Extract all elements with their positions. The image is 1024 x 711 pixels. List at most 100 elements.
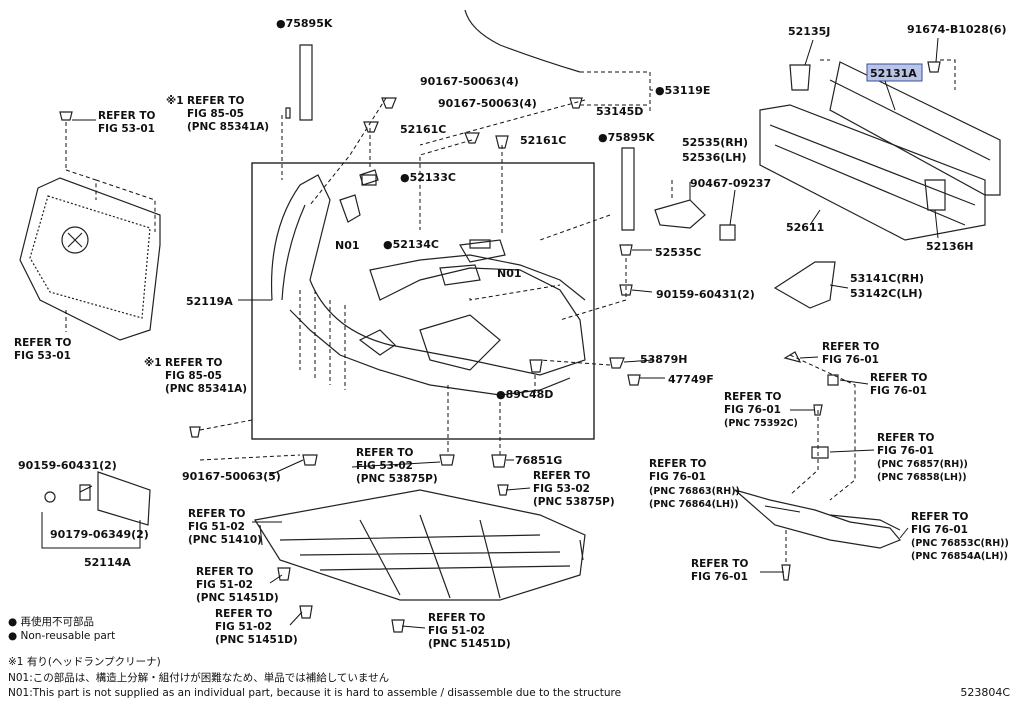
callout-52136h[interactable]: 52136H (926, 240, 973, 253)
callout-90167-50063-top[interactable]: 90167-50063(4) (420, 75, 519, 88)
refer-fig-51-02-a[interactable]: REFER TO FIG 51-02 (PNC 51410) (188, 508, 262, 546)
refer-fig-76-01-c[interactable]: REFER TO FIG 76-01 (PNC 75392C) (724, 391, 798, 429)
callout-52161c-a[interactable]: 52161C (400, 123, 446, 136)
callout-52161c-b[interactable]: 52161C (520, 134, 566, 147)
callout-53145d[interactable]: 53145D (596, 105, 643, 118)
callout-52536-lh[interactable]: 52536(LH) (682, 151, 747, 164)
callout-53141c-rh[interactable]: 53141C(RH) (850, 272, 924, 285)
callout-75895k-a[interactable]: ●75895K (276, 17, 333, 30)
svg-text:FIG 85-05: FIG 85-05 (187, 108, 244, 120)
callout-90179-06349[interactable]: 90179-06349(2) (50, 528, 149, 541)
callout-89c48d[interactable]: ●89C48D (496, 388, 553, 401)
grille-clip-icon (59, 111, 73, 121)
refer-fig-53-01-top[interactable]: REFER TO FIG 53-01 (98, 110, 156, 135)
refer-fig-85-05-top[interactable]: ※1 REFER TO FIG 85-05 (PNC 85341A) (166, 95, 269, 133)
bumper-lower-molding-illustration (734, 351, 901, 581)
note-n01-jp: N01:この部品は、構造上分解・組付けが困難なため、単品では補給していません (8, 672, 390, 684)
diagram-id: 523804C (960, 686, 1010, 699)
callout-52119a[interactable]: 52119A (186, 295, 233, 308)
svg-text:REFER TO: REFER TO (428, 612, 486, 624)
svg-text:(PNC 75392C): (PNC 75392C) (724, 418, 798, 429)
svg-text:REFER TO: REFER TO (187, 95, 245, 107)
callout-47749f[interactable]: 47749F (668, 373, 714, 386)
refer-fig-76-01-e[interactable]: REFER TO FIG 76-01 (PNC 76863(RH)) (PNC … (649, 458, 740, 510)
callout-52134c[interactable]: ●52134C (383, 238, 439, 251)
refer-fig-51-02-c[interactable]: REFER TO FIG 51-02 (PNC 51451D) (215, 608, 298, 646)
svg-text:REFER TO: REFER TO (188, 508, 246, 520)
svg-text:(PNC 51451D): (PNC 51451D) (196, 592, 279, 604)
callout-90467-09237[interactable]: 90467-09237 (690, 177, 771, 190)
svg-text:(PNC 76863(RH)): (PNC 76863(RH)) (649, 486, 740, 497)
callout-52133c[interactable]: ●52133C (400, 171, 456, 184)
svg-text:REFER TO: REFER TO (911, 511, 969, 523)
part-callouts: ●75895K 91674-B1028(6) 52135J 52131A ●53… (18, 17, 1007, 569)
refer-fig-76-01-a[interactable]: REFER TO FIG 76-01 (822, 341, 880, 366)
refer-fig-76-01-d[interactable]: REFER TO FIG 76-01 (PNC 76857(RH)) (PNC … (877, 432, 968, 483)
svg-text:(PNC 51410): (PNC 51410) (188, 534, 262, 546)
callout-75895k-b[interactable]: ●75895K (598, 131, 655, 144)
svg-text:FIG 51-02: FIG 51-02 (215, 621, 272, 633)
svg-text:FIG 51-02: FIG 51-02 (428, 625, 485, 637)
refer-fig-53-02-b[interactable]: REFER TO FIG 53-02 (PNC 53875P) (533, 470, 615, 508)
svg-text:FIG 51-02: FIG 51-02 (188, 521, 245, 533)
svg-text:(PNC 76853C(RH)): (PNC 76853C(RH)) (911, 538, 1009, 549)
callout-52135j[interactable]: 52135J (788, 25, 830, 38)
refer-fig-76-01-f[interactable]: REFER TO FIG 76-01 (PNC 76853C(RH)) (PNC… (911, 511, 1009, 562)
svg-text:REFER TO: REFER TO (877, 432, 935, 444)
license-plate-bracket-illustration (41, 471, 151, 549)
callout-n01-a[interactable]: N01 (335, 239, 360, 252)
svg-text:REFER TO: REFER TO (649, 458, 707, 470)
svg-text:(PNC 76858(LH)): (PNC 76858(LH)) (877, 472, 967, 483)
svg-text:(PNC 76864(LH)): (PNC 76864(LH)) (649, 499, 739, 510)
svg-text:FIG 76-01: FIG 76-01 (877, 445, 934, 457)
callout-53119e[interactable]: ●53119E (655, 84, 710, 97)
bumper-reinforcement-illustration (759, 59, 1001, 241)
svg-text:(PNC 76854A(LH)): (PNC 76854A(LH)) (911, 551, 1008, 562)
refer-fig-51-02-d[interactable]: REFER TO FIG 51-02 (PNC 51451D) (428, 612, 511, 650)
refer-fig-53-02-a[interactable]: REFER TO FIG 53-02 (PNC 53875P) (356, 447, 438, 485)
svg-text:REFER TO: REFER TO (724, 391, 782, 403)
svg-text:REFER TO: REFER TO (691, 558, 749, 570)
svg-text:※1: ※1 (144, 357, 162, 369)
callout-52535c[interactable]: 52535C (655, 246, 701, 259)
refer-fig-76-01-b[interactable]: REFER TO FIG 76-01 (870, 372, 928, 397)
refer-fig-51-02-b[interactable]: REFER TO FIG 51-02 (PNC 51451D) (196, 566, 279, 604)
svg-text:(PNC 53875P): (PNC 53875P) (533, 496, 615, 508)
callout-90167-50063-low[interactable]: 90167-50063(5) (182, 470, 281, 483)
bumper-retainer-illustration (339, 169, 506, 286)
svg-text:REFER TO: REFER TO (98, 110, 156, 122)
svg-text:(PNC 85341A): (PNC 85341A) (165, 383, 247, 395)
callout-91674-b1028[interactable]: 91674-B1028(6) (907, 23, 1007, 36)
svg-text:(PNC 51451D): (PNC 51451D) (428, 638, 511, 650)
callout-52114a[interactable]: 52114A (84, 556, 131, 569)
svg-text:FIG 53-01: FIG 53-01 (98, 123, 155, 135)
svg-text:FIG 76-01: FIG 76-01 (822, 354, 879, 366)
refer-fig-76-01-g[interactable]: REFER TO FIG 76-01 (691, 558, 749, 583)
front-bumper-cover-illustration (270, 174, 586, 396)
callout-n01-b[interactable]: N01 (497, 267, 522, 280)
svg-text:REFER TO: REFER TO (215, 608, 273, 620)
callout-76851g[interactable]: 76851G (515, 454, 562, 467)
svg-text:FIG 76-01: FIG 76-01 (691, 571, 748, 583)
callout-52131a[interactable]: 52131A (870, 67, 917, 80)
callout-90167-50063-mid[interactable]: 90167-50063(4) (438, 97, 537, 110)
svg-text:FIG 76-01: FIG 76-01 (724, 404, 781, 416)
legend-reuse-jp: ● 再使用不可部品 (8, 616, 94, 628)
callout-52611[interactable]: 52611 (786, 221, 824, 234)
svg-text:REFER TO: REFER TO (822, 341, 880, 353)
refer-fig-53-01-bottom[interactable]: REFER TO FIG 53-01 (14, 337, 72, 362)
callout-53142c-lh[interactable]: 53142C(LH) (850, 287, 923, 300)
callout-90159-60431-left[interactable]: 90159-60431(2) (18, 459, 117, 472)
callout-53879h[interactable]: 53879H (640, 353, 687, 366)
reference-labels: REFER TO FIG 53-01 ※1 REFER TO FIG 85-05… (14, 95, 1009, 650)
callout-52535-rh[interactable]: 52535(RH) (682, 136, 748, 149)
callout-90159-60431-mid[interactable]: 90159-60431(2) (656, 288, 755, 301)
svg-text:(PNC 51451D): (PNC 51451D) (215, 634, 298, 646)
refer-fig-85-05-mid[interactable]: ※1 REFER TO FIG 85-05 (PNC 85341A) (144, 357, 247, 395)
leader-lines (72, 37, 939, 629)
svg-text:※1: ※1 (166, 95, 184, 107)
fastener-glyphs (189, 61, 941, 633)
svg-text:REFER TO: REFER TO (14, 337, 72, 349)
engine-under-cover-illustration (254, 489, 586, 601)
